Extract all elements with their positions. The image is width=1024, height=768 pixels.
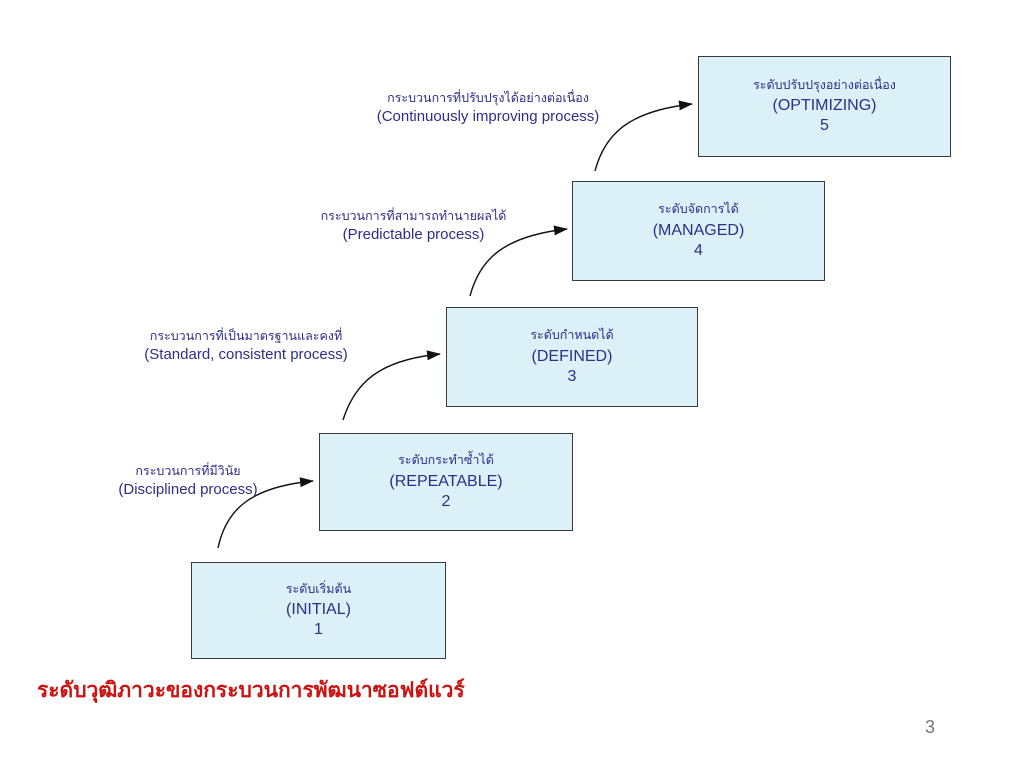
process-thai-label: กระบวนการที่มีวินัย [135, 463, 241, 478]
process-label-continuous: กระบวนการที่ปรับปรุงได้อย่างต่อเนื่อง (C… [352, 90, 624, 127]
level-english-label: (OPTIMIZING) [772, 97, 877, 115]
level-thai-label: ระดับจัดการได้ [658, 201, 739, 217]
level-number: 5 [820, 117, 829, 135]
level-number: 2 [441, 492, 451, 510]
process-label-disciplined: กระบวนการที่มีวินัย (Disciplined process… [81, 463, 295, 500]
level-box-initial: ระดับเริ่มต้น (INITIAL) 1 [191, 562, 446, 659]
level-box-managed: ระดับจัดการได้ (MANAGED) 4 [572, 181, 825, 281]
slide-caption: ระดับวุฒิภาวะของกระบวนการพัฒนาซอฟต์แวร์ [37, 677, 465, 702]
process-thai-label: กระบวนการที่เป็นมาตรฐานและคงที่ [149, 328, 343, 343]
level-number: 1 [314, 621, 323, 639]
process-thai-label: กระบวนการที่สามารถทำนายผลได้ [320, 208, 507, 223]
level-thai-label: ระดับเริ่มต้น [285, 580, 352, 596]
level-box-defined: ระดับกำหนดได้ (DEFINED) 3 [446, 307, 698, 407]
arrow-level4-to-level5 [594, 100, 693, 172]
level-english-label: (REPEATABLE) [389, 472, 503, 490]
level-number: 4 [694, 241, 703, 259]
process-label-standard: กระบวนการที่เป็นมาตรฐานและคงที่ (Standar… [121, 328, 371, 365]
process-english-label: (Predictable process) [342, 225, 485, 243]
process-label-predictable: กระบวนการที่สามารถทำนายผลได้ (Predictabl… [291, 208, 536, 245]
level-thai-label: ระดับปรับปรุงอย่างต่อเนื่อง [753, 76, 896, 92]
level-box-optimizing: ระดับปรับปรุงอย่างต่อเนื่อง (OPTIMIZING)… [698, 56, 951, 157]
level-thai-label: ระดับกระทำซ้ำได้ [398, 452, 494, 468]
process-english-label: (Continuously improving process) [376, 107, 600, 125]
arrow-level2-to-level3 [342, 350, 441, 421]
level-box-repeatable: ระดับกระทำซ้ำได้ (REPEATABLE) 2 [319, 433, 573, 531]
process-thai-label: กระบวนการที่ปรับปรุงได้อย่างต่อเนื่อง [387, 90, 589, 105]
process-english-label: (Disciplined process) [118, 480, 258, 498]
level-thai-label: ระดับกำหนดได้ [530, 327, 614, 343]
level-english-label: (DEFINED) [531, 347, 613, 365]
level-english-label: (MANAGED) [652, 221, 745, 239]
arrow-level1-to-level2 [217, 477, 314, 549]
process-english-label: (Standard, consistent process) [144, 345, 348, 363]
level-number: 3 [567, 367, 577, 385]
page-number: 3 [925, 717, 936, 737]
arrow-level3-to-level4 [469, 225, 568, 297]
level-english-label: (INITIAL) [286, 601, 351, 619]
